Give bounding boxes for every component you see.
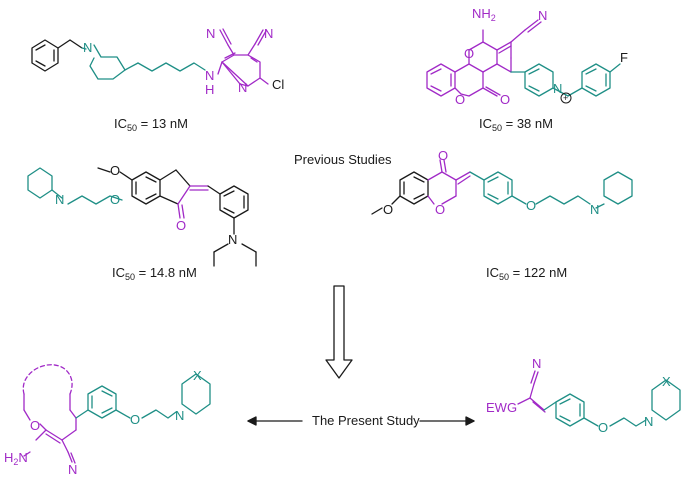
atom-O-chromanone: O [435,202,445,217]
atom-N-nitrile-c2: N [538,8,547,23]
right-arrow-icon [419,416,475,426]
atom-O-ether-c4: O [526,198,536,213]
compound-1-structure: N N H N N N Cl [31,26,284,97]
atom-O-pyran-left: O [30,418,40,433]
atom-N-nitrile-left: N [68,462,77,477]
atom-O-ether-left: O [130,412,140,427]
atom-N-piperidine-c4: N [590,202,599,217]
positive-charge-icon [560,92,572,104]
atom-N-amine: N [205,68,214,83]
compound-2-structure: NH2 N O O O N + F [426,6,628,107]
left-arrow-icon [247,416,303,426]
general-structure-left: O H2N N O N X [4,364,211,477]
atom-X-left: X [193,368,202,383]
atom-N-ring-left: N [175,408,184,423]
atom-EWG: EWG [486,400,517,415]
atom-Cl: Cl [272,77,284,92]
compound-3-structure: N O O O N [27,163,257,267]
atom-O-carbonyl: O [500,92,510,107]
atom-X-right: X [662,374,671,389]
atom-NH2: NH2 [472,6,496,23]
atom-N-diethyl: N [228,232,237,247]
general-structure-right: N EWG O N X [486,356,681,435]
ic50-compound-1: IC50 = 13 nM [114,116,188,133]
atom-O-lactone: O [455,92,465,107]
atom-O-ether-c3: O [110,192,120,207]
down-arrow-icon [325,285,353,379]
ic50-compound-2: IC50 = 38 nM [479,116,553,133]
atom-plus: + [563,93,568,103]
atom-N-nitrile-right: N [532,356,541,371]
atom-O-ether-right: O [598,420,608,435]
atom-O-ethoxy: O [383,202,393,217]
atom-H2N-left: H2N [4,450,28,467]
atom-F: F [620,50,628,65]
atom-O-pyran: O [464,46,474,61]
atom-N-nitrile-1: N [206,26,215,41]
atom-N-pyridine: N [238,80,247,95]
atom-H-amine: H [205,82,214,97]
atom-O-methoxy: O [110,163,120,178]
atom-N-piperidine-c3: N [55,192,64,207]
atom-O-ketone-c3: O [176,218,186,233]
atom-N-pyridinium: N [553,81,562,96]
ic50-compound-4: IC50 = 122 nM [486,265,568,282]
atom-N-ring-right: N [644,414,653,429]
ic50-compound-3: IC50 = 14.8 nM [112,265,197,282]
atom-O-ketone-c4: O [438,148,448,163]
atom-N-piperidine: N [83,40,92,55]
present-study-label: The Present Study [312,413,420,428]
compound-4-structure: O O O O N [371,148,633,217]
atom-N-nitrile-2: N [264,26,273,41]
previous-studies-label: Previous Studies [294,152,392,167]
